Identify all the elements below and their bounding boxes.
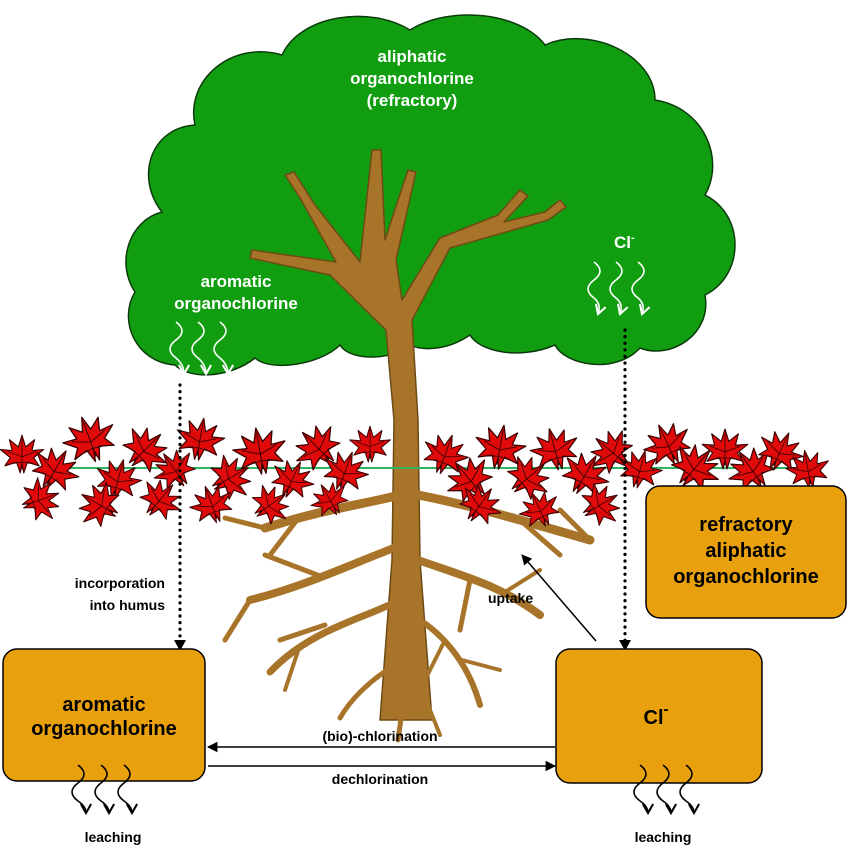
maple-leaf-icon bbox=[349, 425, 391, 463]
canopy-aromatic-line1: aromatic bbox=[201, 272, 272, 291]
wavy-arrow-icon bbox=[71, 764, 139, 816]
wavy-arrow-icon bbox=[633, 764, 701, 816]
uptake-arrow bbox=[521, 554, 597, 642]
chloride-box-label: Cl- bbox=[644, 701, 669, 729]
uptake-label: uptake bbox=[488, 590, 533, 606]
tree-trunk bbox=[249, 149, 567, 721]
aromatic-box-line1: aromatic bbox=[62, 694, 145, 716]
dechlorination-label: dechlorination bbox=[332, 771, 428, 787]
canopy-aliphatic-line1: aliphatic bbox=[378, 47, 447, 66]
biochlorination-label: (bio)-chlorination bbox=[322, 728, 437, 744]
refractory-box-line2: aliphatic bbox=[705, 540, 786, 562]
canopy-aliphatic-line2: organochlorine bbox=[350, 69, 474, 88]
refractory-box-line3: organochlorine bbox=[673, 566, 819, 588]
incorporation-label-line1: incorporation bbox=[75, 575, 165, 591]
refractory-box-line1: refractory bbox=[699, 514, 793, 536]
chloride-box-base: Cl bbox=[644, 707, 664, 729]
leaching-label-left: leaching bbox=[85, 829, 142, 845]
leaching-label-right: leaching bbox=[635, 829, 692, 845]
canopy-chloride: Cl- bbox=[614, 232, 635, 252]
chloride-box bbox=[555, 648, 763, 784]
aromatic-box-line2: organochlorine bbox=[31, 718, 177, 740]
dotted-arrowhead-left bbox=[174, 640, 186, 651]
incorporation-label-line2: into humus bbox=[90, 597, 166, 613]
chloride-box-sup: - bbox=[664, 701, 669, 718]
maple-leaf-icon bbox=[56, 407, 123, 471]
canopy-aliphatic-line3: (refractory) bbox=[367, 91, 458, 110]
canopy-chloride-sup: - bbox=[631, 232, 635, 244]
dotted-arrowhead-right bbox=[619, 640, 631, 651]
canopy-chloride-base: Cl bbox=[614, 233, 631, 252]
wavy-arrow-icon bbox=[169, 321, 235, 377]
wavy-arrow-icon bbox=[587, 261, 651, 316]
canopy-aromatic-line2: organochlorine bbox=[174, 294, 298, 313]
refractory-box bbox=[645, 485, 847, 619]
